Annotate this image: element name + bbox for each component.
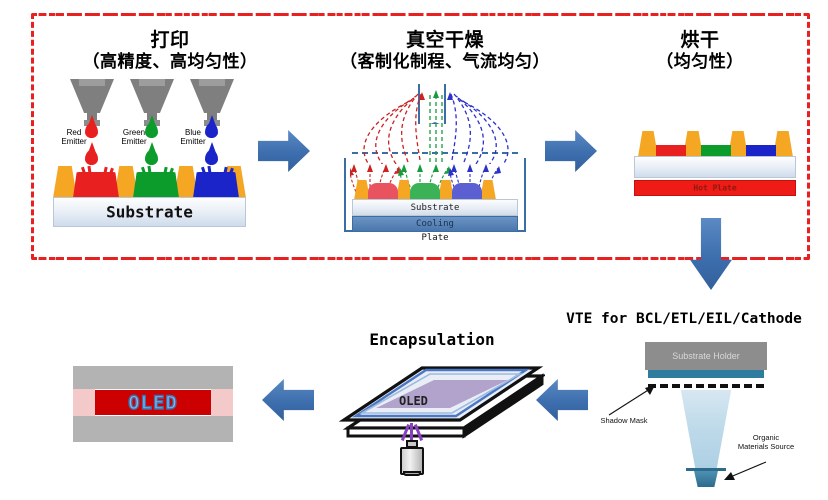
- uv-ray: [410, 423, 413, 441]
- encapsulated-panel: [338, 366, 545, 439]
- step2-title: 真空干燥: [405, 29, 484, 51]
- device-seal-right: [211, 389, 233, 416]
- chamber-diffuser-line: [352, 152, 518, 154]
- substrate-vacuum: Substrate: [352, 199, 518, 216]
- step3-title: 烘干: [680, 29, 720, 51]
- step1-title: 打印: [150, 29, 190, 51]
- organic-source-line1: Organic: [752, 433, 780, 442]
- pixel-bank: [438, 180, 454, 200]
- blue-emitter-line2: Emitter: [180, 136, 206, 146]
- cooling-label: Cooling: [416, 219, 454, 229]
- step2-title-block: 真空干燥 （客制化制程、气流均匀）: [310, 28, 580, 74]
- dried-film-green: [701, 145, 731, 157]
- nozzle-cup-top: [79, 79, 105, 86]
- exhaust-stack-left: [418, 84, 420, 124]
- pixel-bank: [638, 131, 658, 157]
- organic-source-line2: Materials Source: [737, 442, 795, 451]
- step1-subtitle: （高精度、高均匀性）: [82, 52, 258, 73]
- step1-title-block: 打印 （高精度、高均匀性）: [40, 28, 300, 74]
- device-oled-stack: OLED: [95, 390, 211, 415]
- encapsulation-title: Encapsulation: [369, 330, 495, 349]
- droplet-green-lower: [145, 150, 158, 165]
- uv-lamp-base: [403, 471, 421, 476]
- ink-well-green: [133, 172, 179, 198]
- pixel-bank: [354, 180, 370, 200]
- green-emitter-line1: Green: [122, 128, 146, 137]
- cooling-plate: Cooling: [352, 216, 518, 232]
- ink-well-blue: [193, 172, 239, 198]
- flow-arrow-left-2: [262, 379, 314, 421]
- drying-film-red: [368, 183, 398, 200]
- exhaust-stack-right: [444, 84, 446, 124]
- shadow-mask: [648, 384, 764, 388]
- substrate-strip: [648, 370, 764, 378]
- drying-film-green: [410, 183, 440, 200]
- blue-emitter-line1: Blue: [184, 128, 201, 137]
- label-blue-emitter: Blue Emitter: [176, 128, 210, 147]
- substrate-holder: Substrate Holder: [645, 342, 767, 370]
- pixel-bank: [480, 180, 496, 200]
- droplet-blue-lower: [205, 150, 218, 165]
- organic-source-leader: [724, 461, 767, 480]
- device-oled-label: OLED: [127, 391, 178, 414]
- pixel-bank: [773, 131, 793, 157]
- nozzle-cup-top: [139, 79, 165, 86]
- vte-title: VTE for BCL/ETL/EIL/Cathode: [566, 311, 802, 327]
- substrate-label: Substrate: [106, 202, 193, 222]
- green-emitter-line2: Emitter: [121, 136, 147, 146]
- label-red-emitter: Red Emitter: [57, 128, 91, 147]
- red-emitter-line2: Emitter: [61, 136, 87, 146]
- step3-title-block: 烘干 （均匀性）: [610, 28, 790, 74]
- pixel-bank: [396, 180, 412, 200]
- step3-subtitle: （均匀性）: [656, 52, 744, 73]
- airflow-streamlines: [363, 90, 509, 164]
- plate-label: Plate: [421, 233, 449, 243]
- pixel-bank: [728, 131, 748, 157]
- device-bottom-substrate: [73, 416, 233, 442]
- substrate-holder-label: Substrate Holder: [672, 351, 740, 361]
- uv-lamp: [400, 447, 424, 475]
- drying-film-blue: [452, 183, 482, 200]
- encapsulation-oled-label: OLED: [399, 394, 428, 408]
- organic-source-crucible: [693, 470, 719, 487]
- substrate-printing: Substrate: [53, 197, 246, 227]
- device-seal-left: [73, 389, 95, 416]
- droplet-blue-upper: [205, 123, 218, 138]
- pixel-bank: [683, 131, 703, 157]
- droplet-red-lower: [85, 150, 98, 165]
- solution-process-boundary: [31, 13, 810, 260]
- shadow-mask-leader: [608, 385, 655, 416]
- shadow-mask-label: Shadow Mask: [600, 416, 648, 425]
- hot-plate-label: Hot Plate: [693, 183, 737, 193]
- hot-plate: Hot Plate: [634, 180, 796, 196]
- device-top-encapsulation: [73, 366, 233, 389]
- dried-film-red: [656, 145, 686, 157]
- red-emitter-line1: Red: [66, 128, 82, 137]
- nozzle-cup-top: [199, 79, 225, 86]
- label-green-emitter: Green Emitter: [116, 128, 152, 147]
- substrate-label: Substrate: [410, 202, 460, 213]
- step2-subtitle: （客制化制程、气流均匀）: [340, 52, 550, 73]
- organic-source-label: Organic Materials Source: [718, 433, 814, 451]
- dried-film-blue: [746, 145, 776, 157]
- droplet-green-upper: [145, 123, 158, 138]
- crucible-lip: [686, 468, 726, 471]
- substrate-baking: [634, 156, 796, 178]
- ink-well-red: [73, 172, 119, 198]
- droplet-red-upper: [85, 123, 98, 138]
